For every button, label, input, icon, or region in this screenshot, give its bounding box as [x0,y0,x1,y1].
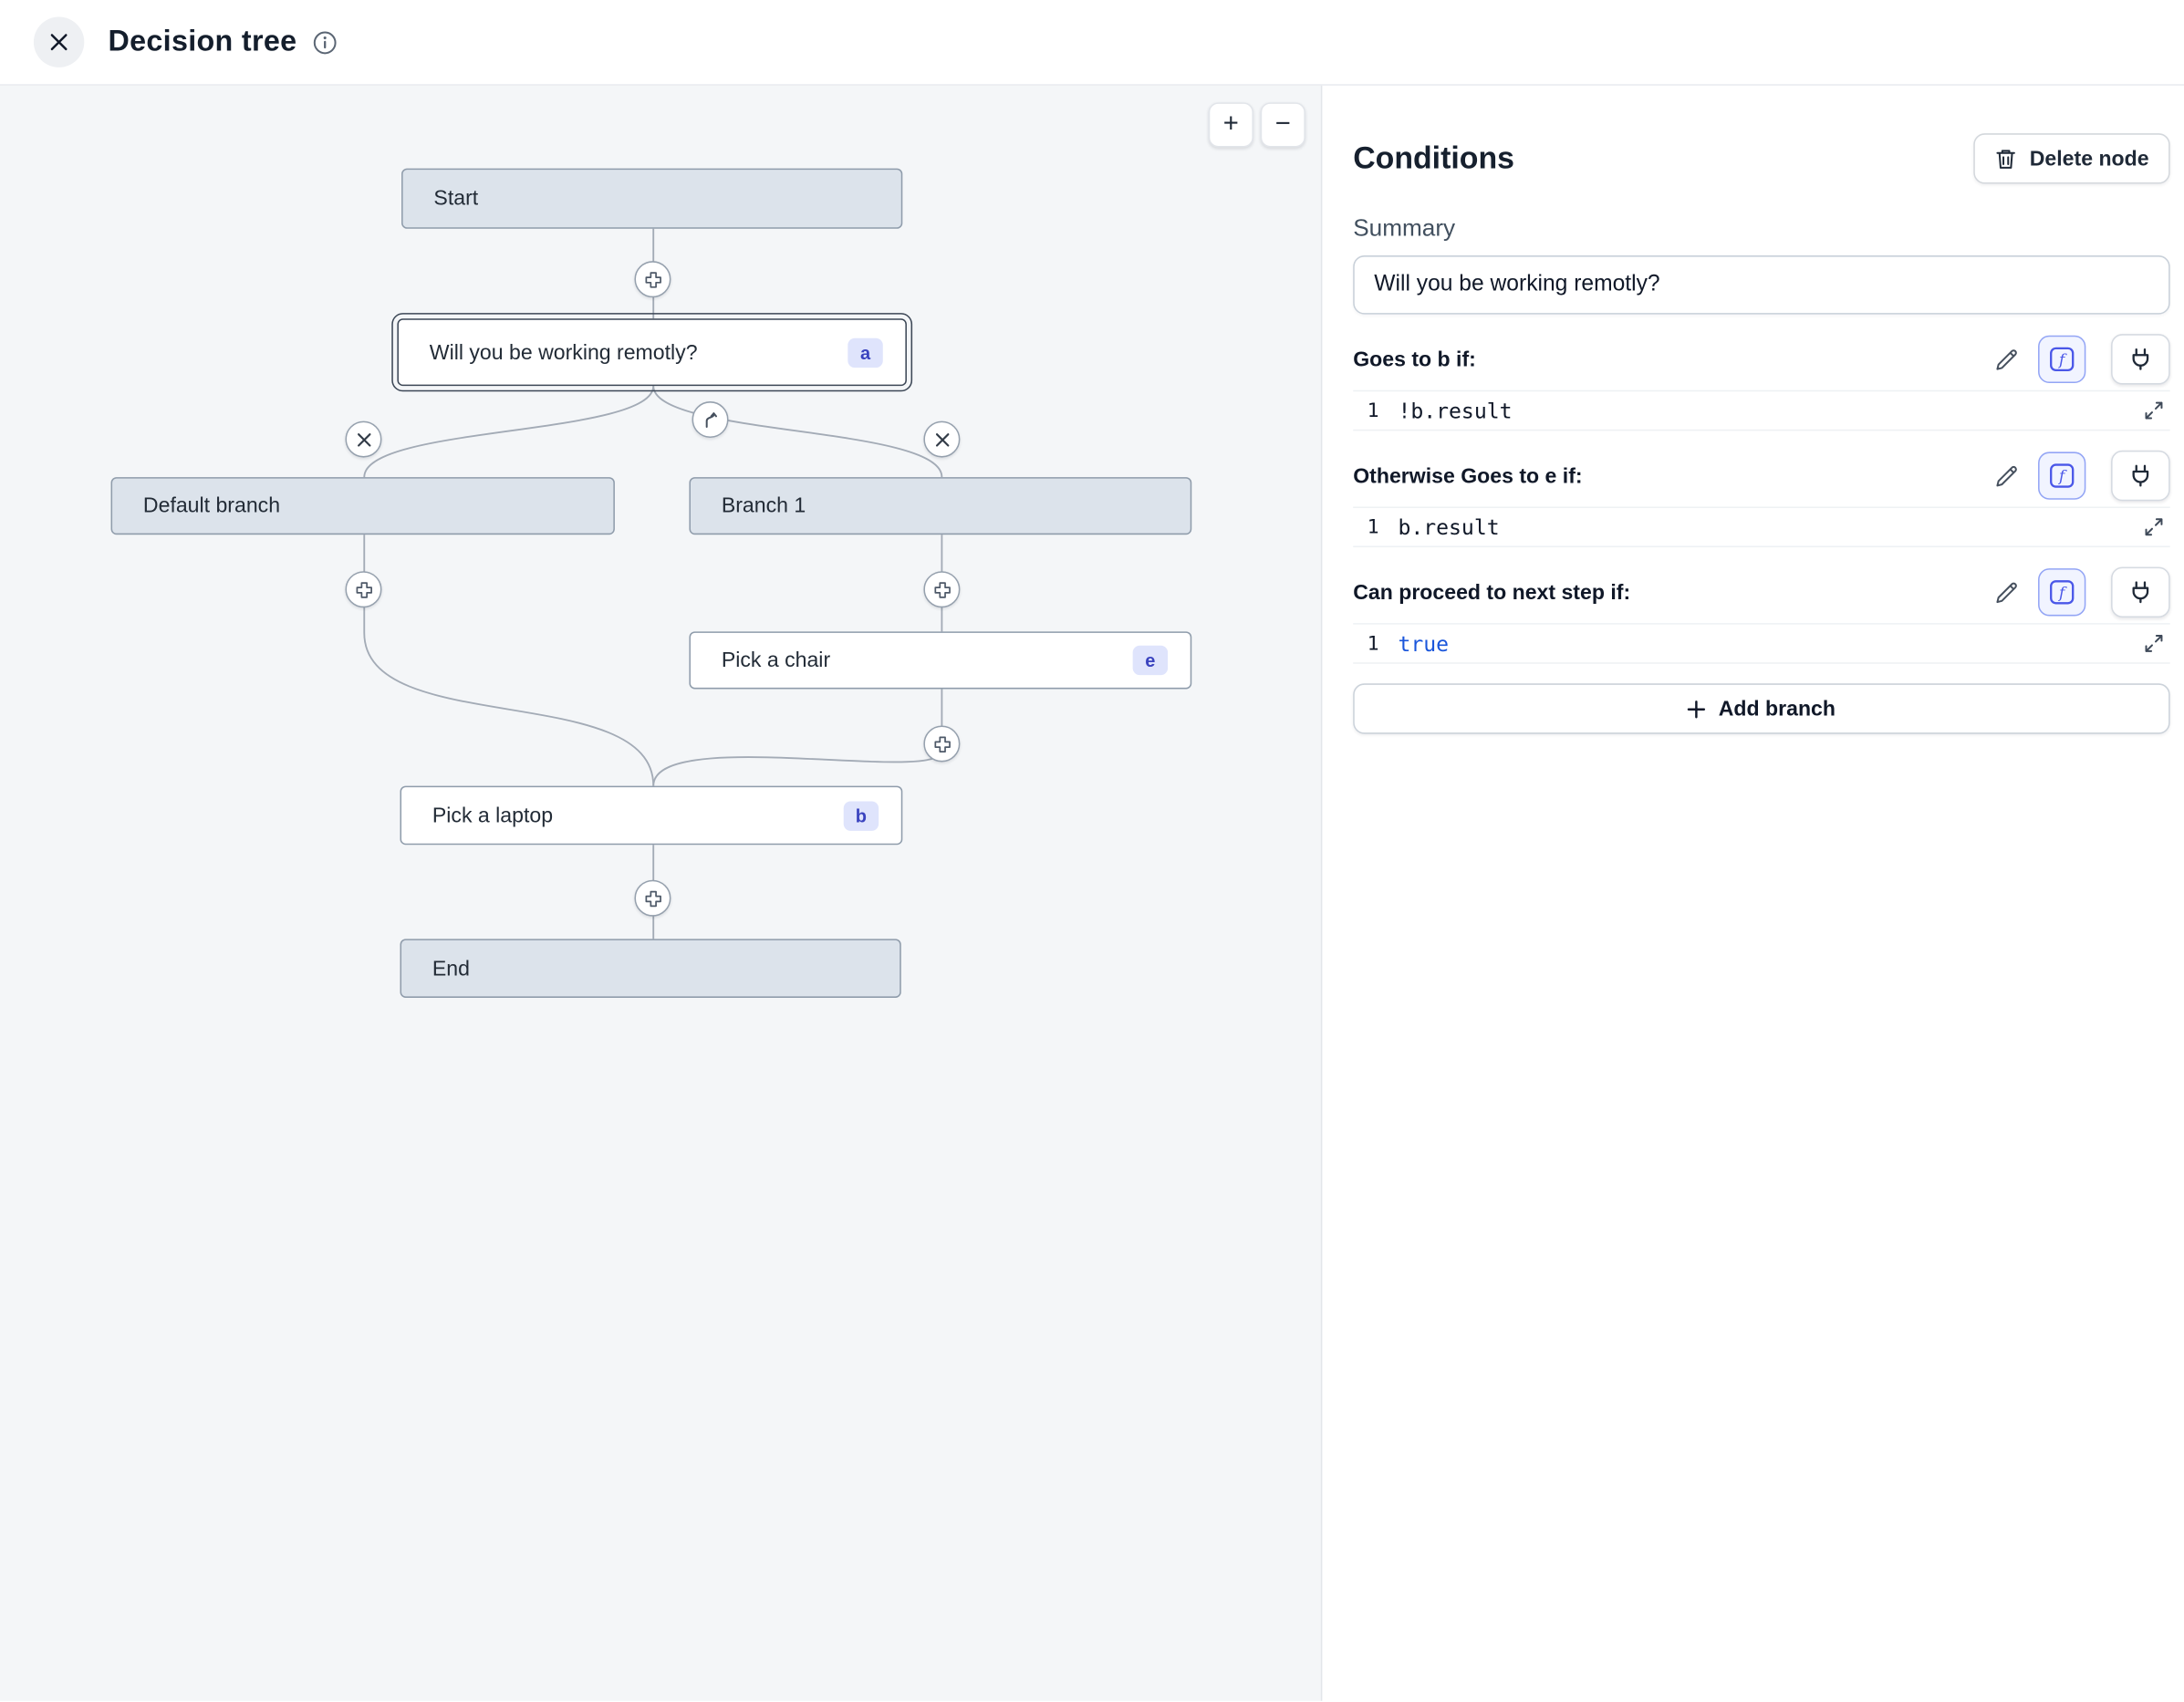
plus-icon [643,270,661,288]
connector-button[interactable] [2111,334,2170,385]
code-expression[interactable]: b.result [1398,514,1500,540]
line-number: 1 [1367,399,1379,422]
svg-text:f: f [2057,467,2067,485]
pencil-icon [1992,462,2019,489]
add-branch-button[interactable]: Add branch [1353,683,2170,734]
node-question[interactable]: Will you be working remotly? a [391,313,913,392]
node-label: Pick a chair [721,648,831,672]
condition-section: Goes to b if: f 1 !b.result [1353,334,2170,431]
add-node-button[interactable] [923,571,961,608]
page-title: Decision tree [108,25,297,58]
node-key-badge: a [848,337,883,368]
node-key-badge: e [1132,645,1169,676]
plus-icon [354,580,372,598]
condition-section: Can proceed to next step if: f 1 true [1353,566,2170,664]
node-branch-1[interactable]: Branch 1 [689,477,1192,535]
function-mode-button[interactable]: f [2038,451,2086,500]
plug-icon [2128,463,2154,489]
close-button[interactable] [33,16,85,67]
plus-icon [643,889,661,908]
node-end[interactable]: End [400,939,901,998]
pencil-icon [1992,346,2019,372]
add-branch-label: Add branch [1718,696,1836,721]
function-icon: f [2049,463,2075,489]
plug-icon [2128,579,2154,605]
node-label: End [432,956,470,981]
branch-split-button[interactable] [692,401,729,439]
node-label: Default branch [142,493,281,518]
node-label: Pick a laptop [432,803,554,828]
condition-label: Goes to b if: [1353,347,1476,371]
line-number: 1 [1367,632,1379,655]
condition-label: Can proceed to next step if: [1353,580,1631,605]
expand-icon[interactable] [2143,633,2164,654]
conditions-panel: Conditions Delete node Summary Goes to b… [1322,85,2184,1701]
summary-label: Summary [1353,214,1456,242]
function-icon: f [2049,347,2075,372]
plug-icon [2128,347,2154,372]
node-label: Branch 1 [721,493,806,518]
code-expression[interactable]: true [1398,630,1450,657]
condition-label: Otherwise Goes to e if: [1353,463,1583,488]
edit-button[interactable] [1985,338,2027,380]
x-icon [934,431,950,447]
add-node-button[interactable] [345,571,382,608]
svg-text:f: f [2057,583,2067,601]
node-pick-chair[interactable]: Pick a chair e [689,631,1192,690]
node-label: Will you be working remotly? [429,340,698,365]
close-icon [47,31,70,54]
zoom-in-button[interactable]: + [1208,102,1253,148]
zoom-out-button[interactable]: − [1260,102,1305,148]
edit-button[interactable] [1985,571,2027,613]
expand-icon[interactable] [2143,516,2164,537]
delete-node-label: Delete node [2029,146,2149,171]
delete-node-button[interactable]: Delete node [1973,133,2170,184]
connector-button[interactable] [2111,450,2170,502]
node-key-badge: b [843,800,879,831]
line-number: 1 [1367,515,1379,539]
code-editor[interactable]: 1 b.result [1353,506,2170,548]
add-node-button[interactable] [634,879,671,917]
add-node-button[interactable] [634,261,671,298]
plus-icon [932,580,951,598]
summary-input[interactable] [1353,255,2170,315]
node-start[interactable]: Start [401,168,903,229]
svg-text:f: f [2057,350,2067,368]
remove-branch-button[interactable] [345,420,382,458]
flow-canvas[interactable]: Start Will you be working remotly? a Def… [0,85,1323,1701]
panel-title: Conditions [1353,140,1514,176]
top-bar: Decision tree [0,0,2184,86]
node-default-branch[interactable]: Default branch [110,477,615,535]
edit-button[interactable] [1985,455,2027,497]
connector-button[interactable] [2111,566,2170,617]
trash-icon [1994,147,2017,171]
info-icon[interactable] [312,30,336,54]
node-label: Start [433,186,479,211]
plus-icon [932,734,951,752]
add-node-button[interactable] [923,725,961,763]
condition-section: Otherwise Goes to e if: f 1 b.result [1353,450,2170,548]
remove-branch-button[interactable] [923,420,961,458]
function-mode-button[interactable]: f [2038,568,2086,617]
expand-icon[interactable] [2143,400,2164,421]
plus-icon [1688,700,1706,718]
pencil-icon [1992,579,2019,606]
branch-split-icon [701,410,721,430]
code-editor[interactable]: 1 true [1353,623,2170,664]
code-editor[interactable]: 1 !b.result [1353,389,2170,431]
code-expression[interactable]: !b.result [1398,398,1513,423]
function-mode-button[interactable]: f [2038,335,2086,384]
node-pick-laptop[interactable]: Pick a laptop b [400,785,903,846]
x-icon [356,431,371,447]
function-icon: f [2049,579,2075,605]
